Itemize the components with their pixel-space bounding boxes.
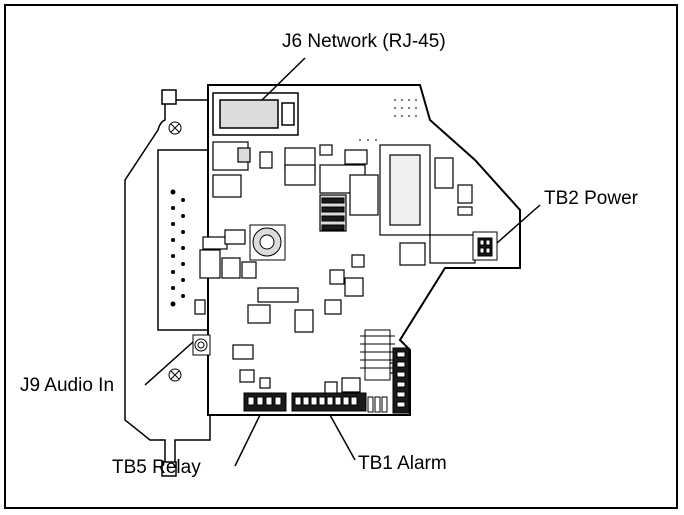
leader-tb2 xyxy=(496,204,541,244)
tb5-relay-label: TB5 Relay xyxy=(112,457,201,478)
rj45-jack xyxy=(212,92,299,136)
tb5-relay-terminal xyxy=(243,392,287,412)
callout-leaders xyxy=(144,57,541,467)
tb1-alarm-terminal xyxy=(291,392,367,412)
mounting-bracket xyxy=(124,89,211,477)
leader-tb5 xyxy=(234,414,261,467)
tb2-power-label: TB2 Power xyxy=(544,188,638,209)
via-pattern xyxy=(359,99,417,141)
pin-header xyxy=(170,189,185,307)
capacitor-row xyxy=(367,396,388,413)
heatsink xyxy=(321,197,345,231)
leader-j6 xyxy=(261,57,306,101)
edge-connector xyxy=(392,347,410,414)
ic-chip xyxy=(360,329,395,381)
mounting-screw xyxy=(168,121,182,382)
leader-j9 xyxy=(144,341,194,386)
j9-audio-in-label: J9 Audio In xyxy=(20,375,115,396)
board-components xyxy=(194,141,476,395)
j6-network-label: J6 Network (RJ-45) xyxy=(282,31,446,52)
potentiometer xyxy=(249,224,286,261)
tb1-alarm-label: TB1 Alarm xyxy=(358,453,447,474)
tb2-power-terminal xyxy=(472,231,498,261)
leader-tb1 xyxy=(329,414,356,461)
audio-jack xyxy=(192,334,211,356)
